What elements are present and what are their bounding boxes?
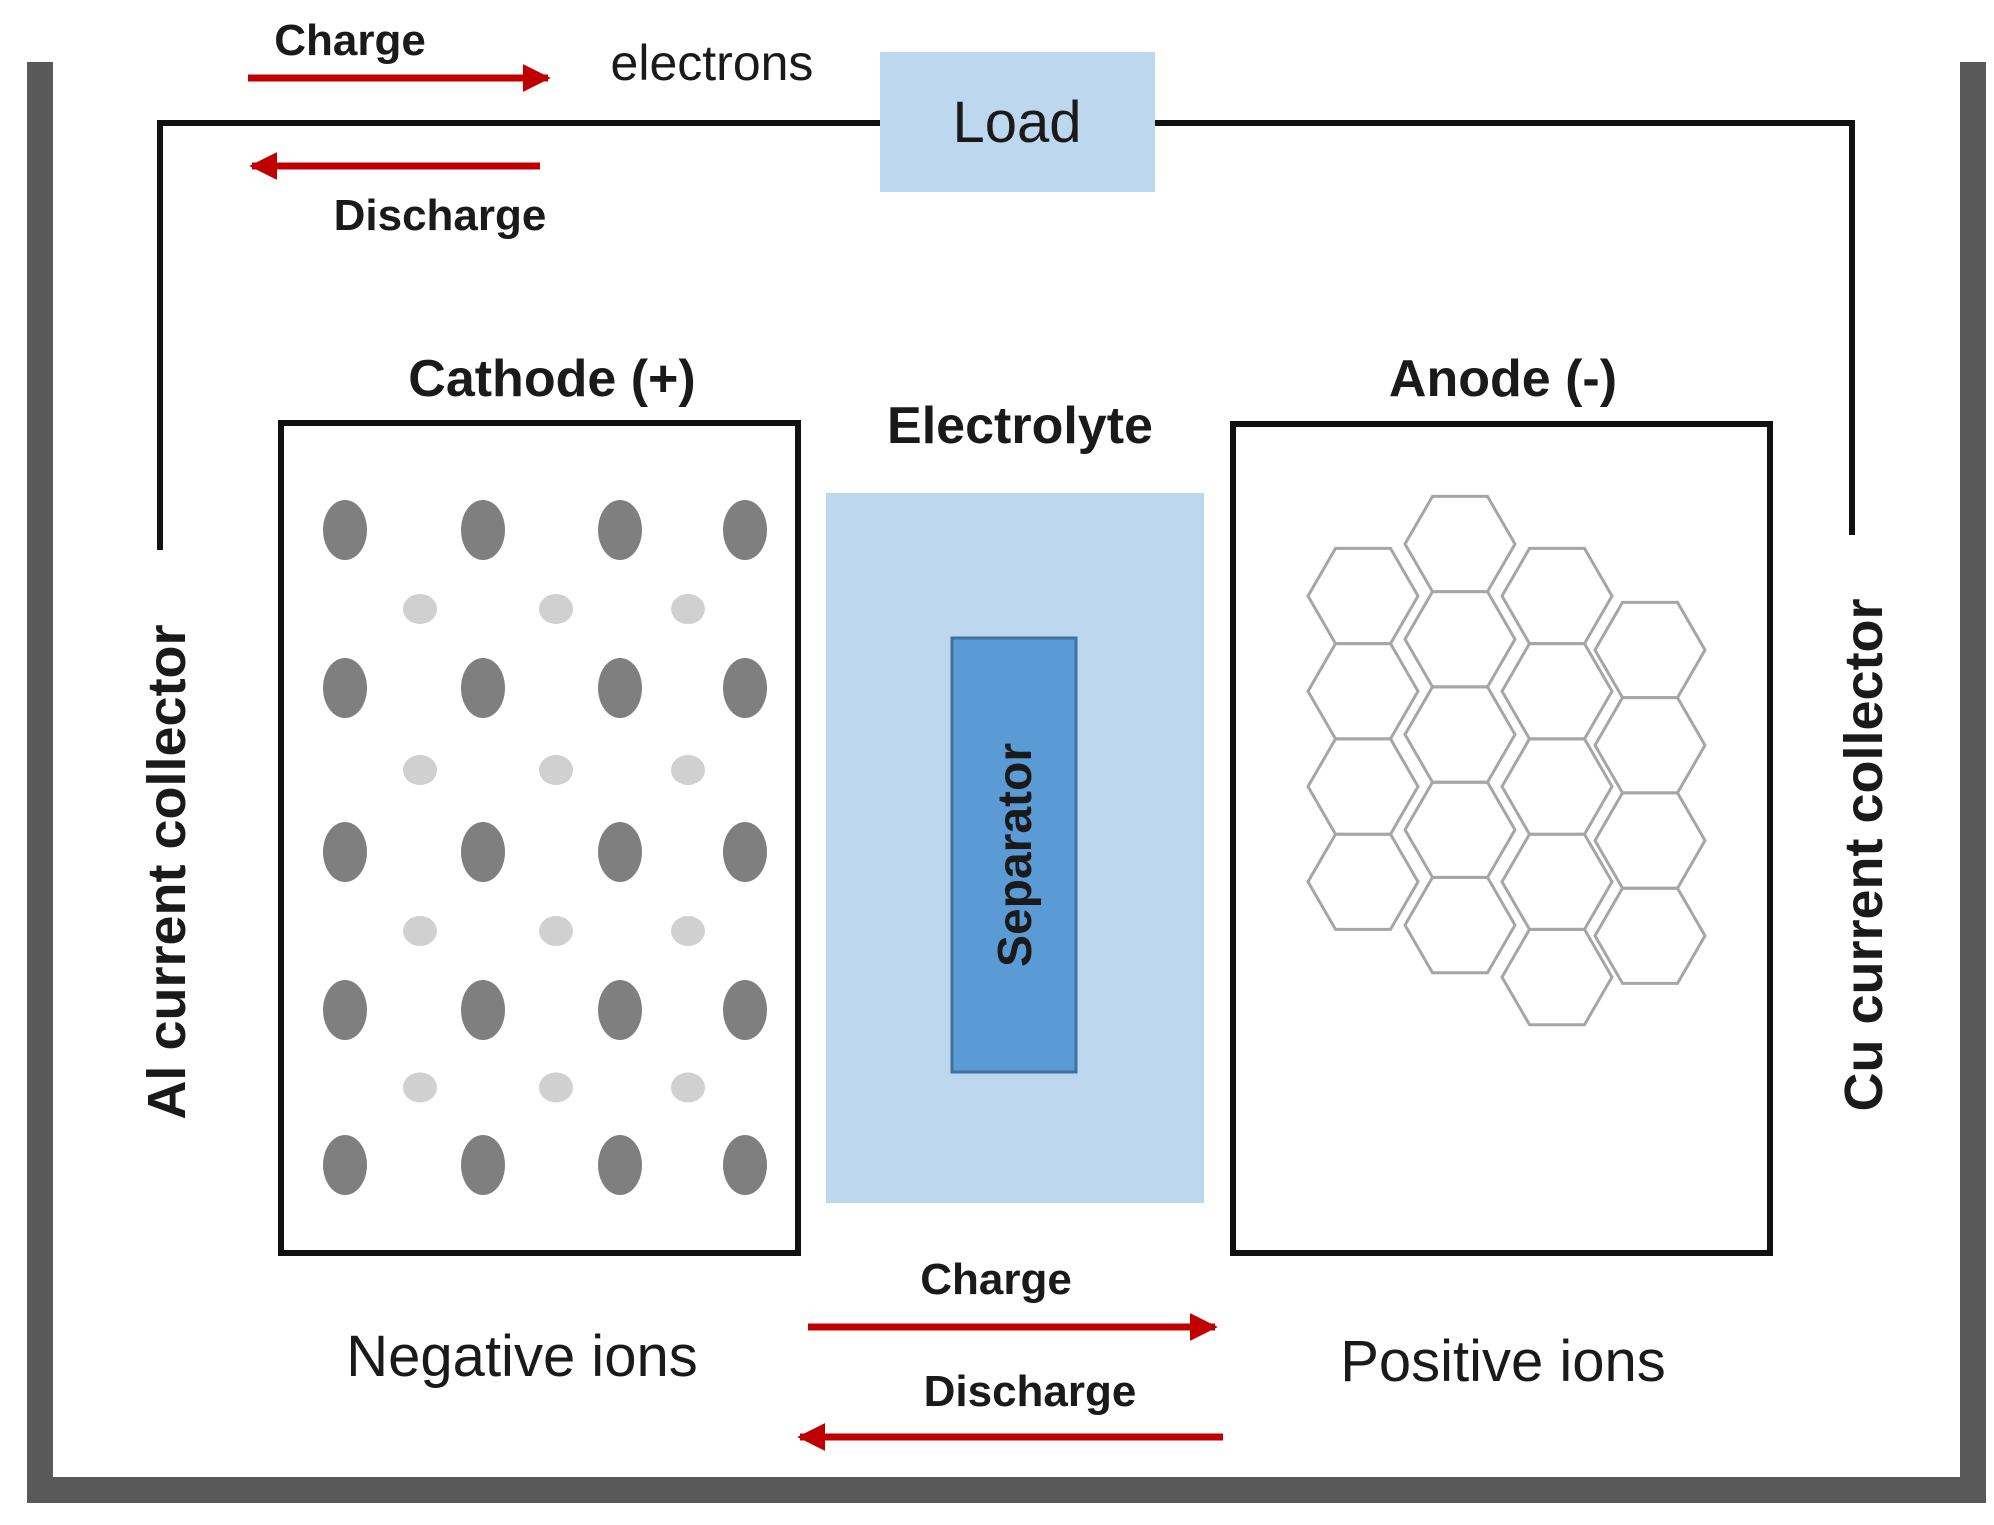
battery-container — [27, 62, 1986, 1503]
load-label: Load — [952, 90, 1081, 155]
left-wire — [157, 120, 880, 550]
discharge-bottom-label: Discharge — [924, 1367, 1137, 1416]
small-ion — [671, 1072, 705, 1103]
large-ion — [323, 822, 367, 882]
anode-lattice — [1306, 494, 1707, 1027]
electrolyte-label: Electrolyte — [887, 397, 1153, 455]
small-ion — [403, 1072, 437, 1103]
charge-bottom-label: Charge — [920, 1255, 1072, 1304]
small-ion — [403, 916, 437, 946]
hexagon-cell — [1403, 875, 1517, 975]
large-ion — [461, 1135, 505, 1195]
large-ion — [598, 658, 642, 718]
large-ion — [461, 658, 505, 718]
large-ion — [598, 500, 642, 560]
hexagon-cell — [1306, 832, 1420, 931]
large-ion — [723, 980, 767, 1040]
small-ion — [539, 594, 573, 624]
al-current-collector-label: Al current collector — [137, 624, 197, 1119]
anode-label: Anode (-) — [1389, 350, 1617, 408]
large-ion — [323, 1135, 367, 1195]
load-box — [880, 52, 1155, 192]
small-ion — [671, 916, 705, 946]
large-ion — [723, 500, 767, 560]
small-ion — [403, 755, 437, 785]
electrons-label: electrons — [611, 35, 814, 91]
cathode-lattice — [323, 500, 767, 1195]
positive-ions-label: Positive ions — [1340, 1329, 1666, 1394]
right-wire — [1155, 120, 1855, 535]
large-ion — [323, 980, 367, 1040]
cathode-label: Cathode (+) — [408, 350, 695, 408]
charge-top-label: Charge — [274, 16, 426, 65]
hexagon-cell — [1593, 886, 1707, 985]
large-ion — [723, 822, 767, 882]
large-ion — [323, 500, 367, 560]
large-ion — [598, 1135, 642, 1195]
hexagon-cell — [1500, 927, 1614, 1027]
negative-ions-label: Negative ions — [346, 1324, 697, 1389]
separator — [950, 636, 1078, 1074]
cu-current-collector-label: Cu current collector — [1834, 598, 1894, 1111]
large-ion — [723, 658, 767, 718]
small-ion — [539, 916, 573, 946]
separator-label: Separator — [989, 743, 1042, 967]
large-ion — [461, 980, 505, 1040]
large-ion — [461, 500, 505, 560]
small-ion — [539, 1072, 573, 1103]
discharge-top-label: Discharge — [334, 191, 547, 240]
large-ion — [323, 658, 367, 718]
small-ion — [671, 755, 705, 785]
large-ion — [461, 822, 505, 882]
small-ion — [539, 755, 573, 785]
cathode-box — [278, 420, 801, 1256]
small-ion — [403, 594, 437, 624]
large-ion — [598, 822, 642, 882]
large-ion — [598, 980, 642, 1040]
large-ion — [723, 1135, 767, 1195]
anode-box — [1230, 421, 1773, 1256]
small-ion — [671, 594, 705, 624]
